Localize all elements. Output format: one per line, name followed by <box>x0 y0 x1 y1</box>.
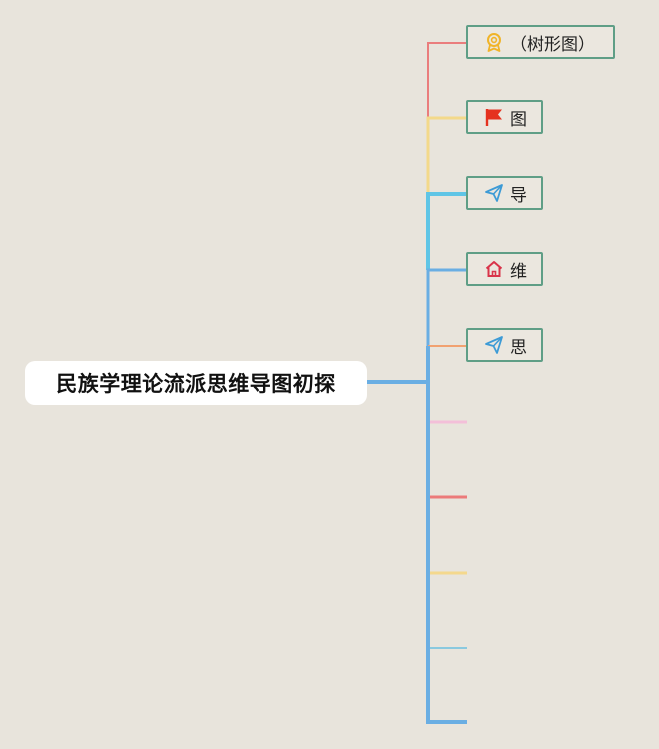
branch-line-1 <box>427 42 467 118</box>
branch-label-4: 维 <box>510 261 527 282</box>
branch-label-3: 导 <box>510 185 527 206</box>
branch-node-3[interactable]: 导 <box>466 176 543 210</box>
home-icon <box>484 259 504 279</box>
branch-label-1: （树形图） <box>510 34 595 55</box>
red-flag-icon <box>484 107 504 127</box>
award-ribbon-icon <box>484 32 504 52</box>
branch-line-3 <box>426 192 467 270</box>
branch-label-5: 思 <box>510 337 527 358</box>
root-node[interactable]: 民族学理论流派思维导图初探 <box>25 361 367 405</box>
branch-label-2: 图 <box>510 109 527 130</box>
paper-plane-icon <box>484 183 504 203</box>
branch-node-2[interactable]: 图 <box>466 100 543 134</box>
branch-node-5[interactable]: 思 <box>466 328 543 362</box>
root-label: 民族学理论流派思维导图初探 <box>56 372 336 396</box>
branch-node-4[interactable]: 维 <box>466 252 543 286</box>
paper-plane-icon <box>484 335 504 355</box>
branch-node-1[interactable]: （树形图） <box>466 25 615 59</box>
branch-line-2 <box>426 116 467 194</box>
branch-line-4 <box>426 268 467 346</box>
